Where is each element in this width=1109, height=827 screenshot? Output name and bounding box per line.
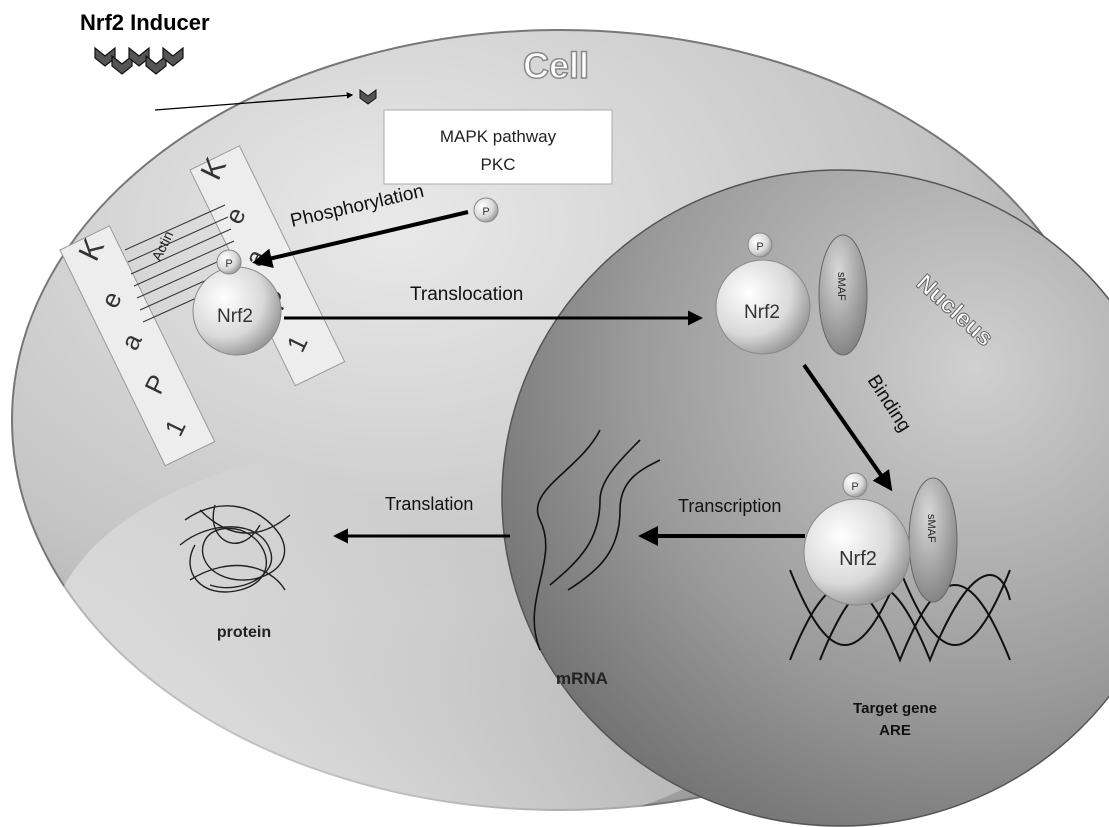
nrf2-nucleus-lower-label: Nrf2 (839, 548, 877, 570)
target-gene-label: Target gene (853, 700, 937, 717)
pkc-label: PKC (481, 155, 516, 174)
phosphate-label-nucleus-lower: P (851, 481, 858, 493)
mrna-label: mRNA (556, 669, 608, 688)
nrf2-cytoplasm-label: Nrf2 (217, 306, 253, 327)
translation-label: Translation (385, 494, 473, 514)
transcription-label: Transcription (678, 496, 781, 516)
phosphate-label-cytoplasm: P (225, 258, 232, 270)
mapk-pathway-label: MAPK pathway (440, 127, 557, 146)
smaf-upper-label: sMAF (835, 272, 847, 301)
phosphate-label-mapk: P (482, 206, 489, 218)
inducer-molecules-icon (95, 48, 183, 74)
nrf2-nucleus-upper-label: Nrf2 (744, 302, 780, 323)
smaf-lower-label: sMAF (925, 514, 937, 543)
phosphate-label-nucleus-upper: P (756, 241, 763, 253)
inducer-label: Nrf2 Inducer (80, 10, 210, 35)
are-label: ARE (879, 722, 911, 739)
translocation-label: Translocation (410, 284, 523, 305)
protein-label: protein (217, 624, 271, 641)
cell-label: Cell (523, 45, 589, 86)
